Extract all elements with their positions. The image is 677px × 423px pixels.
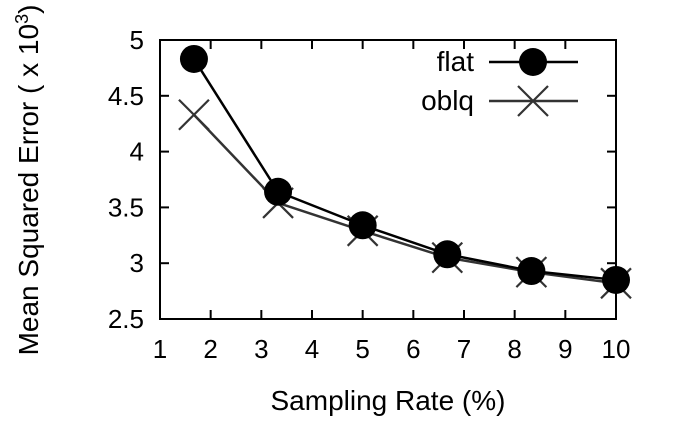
- data-point-flat: [179, 44, 208, 73]
- data-point-flat: [602, 265, 630, 294]
- x-tick-label: 1: [153, 334, 167, 364]
- tick-labels: 1 2 3 4 5 6 7 8 9 10 2.5 3 3.5 4 4.5 5: [108, 25, 631, 364]
- legend: flat oblq: [421, 46, 578, 117]
- x-tick-label: 3: [254, 334, 268, 364]
- x-tick-label: 2: [203, 334, 217, 364]
- y-tick-label: 2.5: [108, 304, 144, 334]
- y-tick-label: 3.5: [108, 192, 144, 222]
- series-line-oblq: [193, 113, 617, 285]
- x-tick-label: 5: [355, 334, 369, 364]
- legend-label-oblq: oblq: [421, 85, 474, 116]
- data-point-oblq: [178, 98, 210, 131]
- legend-marker-oblq: [517, 85, 549, 117]
- y-axis-title: Mean Squared Error ( x 103): [12, 5, 44, 356]
- data-point-flat: [517, 257, 546, 286]
- y-tick-label: 4: [130, 137, 144, 167]
- y-axis-title-close: ): [13, 5, 44, 14]
- y-tick-label: 5: [130, 25, 144, 55]
- y-tick-label: 4.5: [108, 81, 144, 111]
- legend-marker-oblq-stroke-b: [517, 85, 549, 117]
- data-point-flat: [433, 240, 462, 269]
- y-tick-label: 3: [130, 248, 144, 278]
- y-axis-title-exponent: 3: [12, 14, 32, 24]
- y-axis-title-main: Mean Squared Error ( x 10: [13, 24, 44, 356]
- ticks: [159, 39, 617, 320]
- data-point-flat: [348, 211, 377, 240]
- x-tick-label: 4: [305, 334, 319, 364]
- x-tick-label: 6: [406, 334, 420, 364]
- x-tick-label: 8: [507, 334, 521, 364]
- series-line-flat: [192, 58, 617, 282]
- x-tick-label: 7: [457, 334, 471, 364]
- x-tick-label: 10: [602, 334, 631, 364]
- data-point-oblq-stroke-b: [178, 98, 210, 131]
- legend-label-flat: flat: [437, 46, 475, 77]
- x-axis-title: Sampling Rate (%): [271, 385, 506, 416]
- series-layer: [178, 44, 632, 300]
- legend-marker-flat: [519, 48, 547, 76]
- x-tick-label: 9: [558, 334, 572, 364]
- plot-frame: [159, 39, 617, 320]
- data-point-flat: [264, 177, 293, 206]
